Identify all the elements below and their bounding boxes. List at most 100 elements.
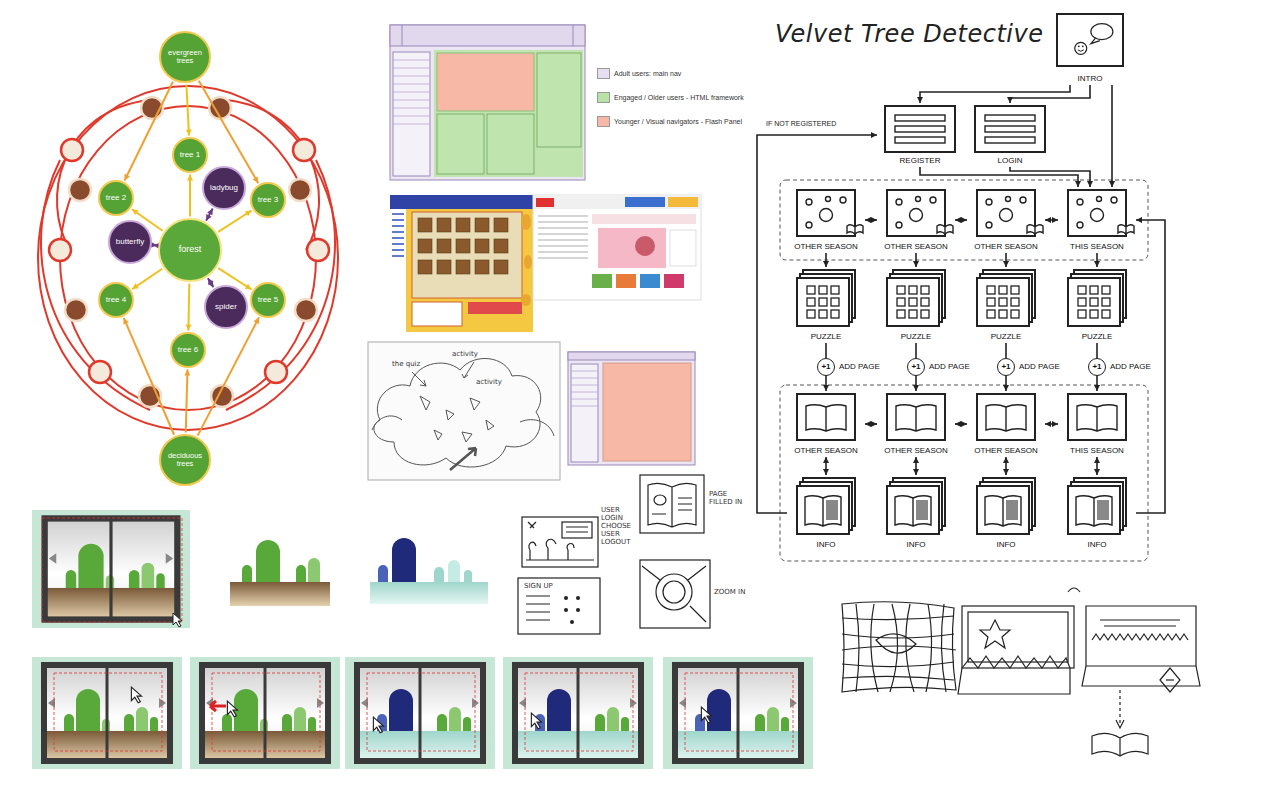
box-icon <box>968 476 1044 538</box>
step-label: ADD PAGE <box>1110 362 1151 371</box>
connector-line <box>187 283 190 330</box>
box-caption: OTHER SEASON <box>794 242 858 252</box>
box-icon <box>878 104 962 154</box>
arrowhead <box>871 132 877 138</box>
connector <box>1010 167 1093 187</box>
legend-row: Engaged / Older users - HTML framework <box>597 92 744 103</box>
connector <box>187 175 193 217</box>
circle-node: tree 1 <box>172 137 208 173</box>
edge-label: IF NOT REGISTERED <box>764 120 838 127</box>
arrowhead <box>913 385 919 391</box>
arrowhead <box>1136 217 1142 223</box>
activity-sketch <box>368 342 560 480</box>
connector <box>1003 253 1009 267</box>
screenshot-left <box>390 195 533 332</box>
connector <box>1094 457 1100 475</box>
diagram-title: Velvet Tree Detective <box>775 20 1043 48</box>
node-label: tree 2 <box>106 194 126 203</box>
node-label: deciduous trees <box>164 452 206 469</box>
arrowhead <box>1094 469 1100 475</box>
arrowhead <box>187 175 193 181</box>
arrowhead <box>1045 421 1051 427</box>
arrowhead <box>871 421 877 427</box>
arrowhead <box>245 211 252 217</box>
box-caption: INFO <box>1087 540 1106 550</box>
circle-node: ladybug <box>202 166 246 210</box>
arrowhead <box>206 214 212 221</box>
wireframe-small <box>568 352 695 465</box>
connector <box>132 269 162 289</box>
box-icon <box>878 268 954 330</box>
step-badge: +1 <box>817 358 835 376</box>
node-label: tree 4 <box>106 296 126 305</box>
sketch-note: SIGN UP <box>524 582 553 590</box>
wireframe <box>390 25 585 180</box>
legend-swatch <box>597 116 610 127</box>
arrowhead <box>245 284 252 290</box>
box-caption: THIS SEASON <box>1070 242 1124 252</box>
legend-row: Adult users: main nav <box>597 68 681 79</box>
box-icon <box>1059 268 1135 330</box>
arrowhead <box>1094 261 1100 267</box>
connector <box>125 82 173 181</box>
connector <box>123 318 174 435</box>
box-icon <box>968 188 1044 240</box>
arrowhead <box>1003 261 1009 267</box>
arrowhead <box>1052 421 1058 427</box>
circle-node: spider <box>204 285 248 329</box>
arrowhead <box>1109 181 1115 187</box>
connector <box>917 85 1070 103</box>
box-caption: INFO <box>906 540 925 550</box>
legend-swatch <box>597 92 610 103</box>
arrowhead <box>1003 457 1009 463</box>
box-caption: INFO <box>816 540 835 550</box>
connector <box>913 457 919 475</box>
step-label: ADD PAGE <box>929 362 970 371</box>
connector <box>184 369 190 432</box>
step-label: ADD PAGE <box>839 362 880 371</box>
connector <box>186 84 192 135</box>
flow-box: INTRO <box>1050 12 1130 84</box>
storyboard-sketches <box>518 475 710 634</box>
connector <box>1094 253 1100 267</box>
legend-row: Younger / Visual navigators - Flash Pane… <box>597 116 742 127</box>
flow-group-frames <box>780 180 1148 561</box>
box-icon <box>788 188 864 240</box>
sketch-note: PAGE FILLED IN <box>709 490 751 506</box>
box-icon <box>1059 188 1135 240</box>
arrowhead <box>207 209 213 216</box>
connector-line <box>920 85 1070 103</box>
arrowhead <box>132 283 139 289</box>
box-caption: LOGIN <box>998 156 1023 166</box>
arrowhead <box>132 209 139 215</box>
box-caption: REGISTER <box>900 156 941 166</box>
arrowhead <box>253 176 259 183</box>
box-icon <box>1059 392 1135 444</box>
arrowhead <box>254 317 259 324</box>
arrowhead <box>865 217 871 223</box>
box-caption: OTHER SEASON <box>974 242 1038 252</box>
step-badge: +1 <box>997 358 1015 376</box>
connector <box>865 217 877 223</box>
arrowhead <box>917 97 923 103</box>
legend-swatch <box>597 68 610 79</box>
sketch-note: USER LOGIN CHOOSE USER LOGOUT <box>601 506 637 546</box>
screenshot-right <box>533 195 701 300</box>
arrowhead <box>823 261 829 267</box>
step-badge: +1 <box>907 358 925 376</box>
connector <box>823 457 829 475</box>
arrowhead <box>1003 469 1009 475</box>
box-caption: PUZZLE <box>901 332 932 342</box>
box-caption: OTHER SEASON <box>974 446 1038 456</box>
connector-line <box>124 318 174 435</box>
arrowhead <box>1003 385 1009 391</box>
circle-node: tree 2 <box>98 180 134 216</box>
arrowhead <box>186 324 192 330</box>
node-label: ladybug <box>210 184 238 193</box>
box-caption: PUZZLE <box>1082 332 1113 342</box>
circle-node: tree 5 <box>250 282 286 318</box>
arrowhead <box>913 469 919 475</box>
connector <box>198 317 259 435</box>
box-icon <box>878 476 954 538</box>
connector-line <box>206 209 213 221</box>
